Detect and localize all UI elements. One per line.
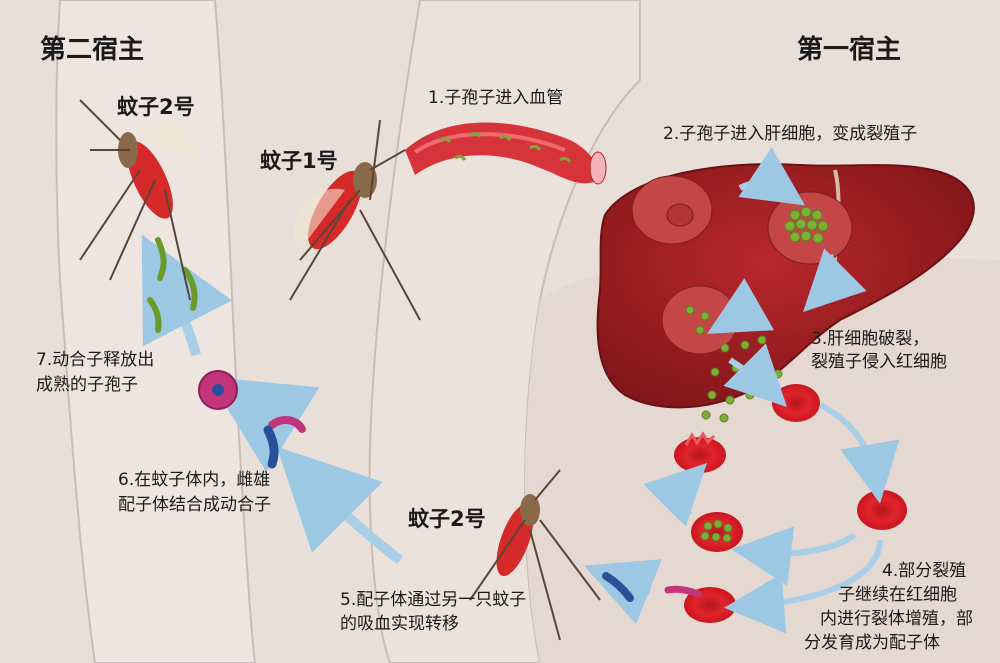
sporozoites <box>147 237 198 333</box>
mosquito-2-bottom <box>469 469 601 641</box>
cycle-arrows <box>643 147 900 634</box>
step-6-line-1: 6.在蚊子体内，雌雄 <box>118 470 271 490</box>
step-4-line-2: 子继续在红细胞 <box>838 585 957 605</box>
first-host-title: 第一宿主 <box>797 35 902 65</box>
blood-vessel <box>405 122 607 185</box>
step-7-line-1: 7.动合子释放出 <box>36 350 155 370</box>
gametocytes <box>263 416 702 602</box>
mosquito-1 <box>289 119 421 321</box>
step-3-line-1: 3.肝细胞破裂， <box>811 329 930 349</box>
mosquito-2-top <box>79 99 200 301</box>
liver <box>596 163 975 409</box>
mosquito-2-bottom-label: 蚊子2号 <box>408 507 486 531</box>
step-4-line-1: 4.部分裂殖 <box>882 561 967 581</box>
step-7-line-2: 成熟的子孢子 <box>36 375 138 395</box>
mosquito-1-label: 蚊子1号 <box>260 149 338 173</box>
ruptured-rbc <box>684 431 716 446</box>
step-6-line-2: 配子体结合成动合子 <box>118 495 271 515</box>
step-2-label: 2.子孢子进入肝细胞，变成裂殖子 <box>663 124 918 144</box>
step-5-line-2: 的吸血实现转移 <box>340 614 459 634</box>
schizont-in-rbc <box>700 519 733 543</box>
mosquito-2-top-label: 蚊子2号 <box>117 95 195 119</box>
step-1-label: 1.子孢子进入血管 <box>428 88 564 108</box>
step-5-line-1: 5.配子体通过另一只蚊子 <box>340 590 527 610</box>
step-4-line-4: 分发育成为配子体 <box>804 633 940 653</box>
ookinete <box>198 370 238 410</box>
second-host-title: 第二宿主 <box>40 35 145 65</box>
step-3-line-2: 裂殖子侵入红细胞 <box>811 352 947 372</box>
step-4-line-3: 内进行裂体增殖，部 <box>820 609 973 629</box>
